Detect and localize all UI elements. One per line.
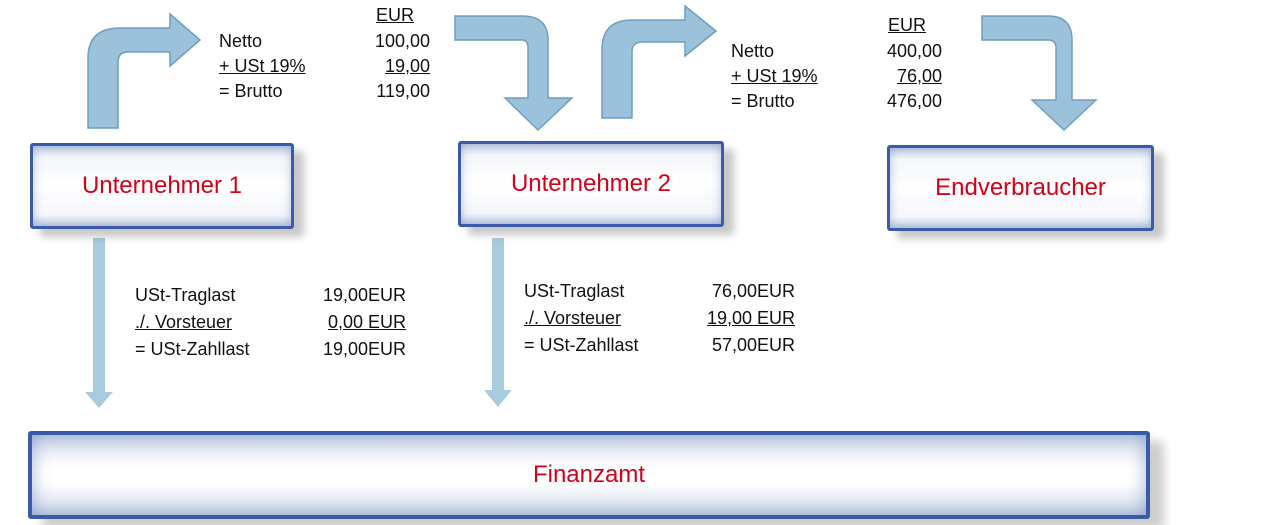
unternehmer-1-label: Unternehmer 1 <box>81 172 243 199</box>
invoice1-brutto-label: = Brutto <box>219 81 283 101</box>
tax1-zahllast-label: = USt-Zahllast <box>135 339 250 359</box>
invoice1-brutto-value: 119,00 <box>376 81 430 101</box>
bent-arrow-u2-to-end <box>601 4 718 119</box>
finanzamt-label: Finanzamt <box>532 461 646 488</box>
invoice2-brutto-value: 476,00 <box>886 91 942 111</box>
endverbraucher-label: Endverbraucher <box>935 174 1106 201</box>
invoice1-ust-value: 19,00 <box>384 56 430 76</box>
bent-arrow-u1-to-u2 <box>87 12 202 129</box>
down-arrow-u1-to-finanzamt <box>85 238 113 408</box>
tax2-zahllast-value: 57,00EUR <box>711 335 795 355</box>
down-arrow-u2-to-finanzamt <box>484 238 512 407</box>
unternehmer-1-box: Unternehmer 1 <box>30 143 294 229</box>
tax1-vorsteuer-value: 0,00 EUR <box>327 312 406 332</box>
invoice1-netto-label: Netto <box>219 31 263 51</box>
invoice2-netto-value: 400,00 <box>886 41 942 61</box>
tax1-vorsteuer-label: ./. Vorsteuer <box>135 312 233 332</box>
invoice2-ust-label: + USt 19% <box>731 66 818 86</box>
bent-arrow-into-u2 <box>454 15 574 132</box>
tax2-vorsteuer-label: ./. Vorsteuer <box>524 308 622 328</box>
tax1-traglast-label: USt-Traglast <box>135 285 236 305</box>
unternehmer-2-label: Unternehmer 2 <box>510 170 672 197</box>
unternehmer-2-box: Unternehmer 2 <box>458 141 724 227</box>
tax1-zahllast-value: 19,00EUR <box>322 339 406 359</box>
bent-arrow-into-end <box>981 15 1098 132</box>
invoice2-brutto-label: = Brutto <box>731 91 795 111</box>
invoice2-currency: EUR <box>888 15 927 35</box>
tax1-traglast-value: 19,00EUR <box>322 285 406 305</box>
tax2-zahllast-label: = USt-Zahllast <box>524 335 639 355</box>
invoice1-currency: EUR <box>376 5 415 25</box>
invoice1-netto-value: 100,00 <box>374 31 430 51</box>
invoice2-ust-value: 76,00 <box>896 66 942 86</box>
finanzamt-box: Finanzamt <box>28 431 1150 519</box>
tax2-traglast-value: 76,00EUR <box>711 281 795 301</box>
tax2-vorsteuer-value: 19,00 EUR <box>706 308 795 328</box>
tax2-traglast-label: USt-Traglast <box>524 281 625 301</box>
invoice2-netto-label: Netto <box>731 41 775 61</box>
invoice1-ust-label: + USt 19% <box>219 56 306 76</box>
endverbraucher-box: Endverbraucher <box>887 145 1154 231</box>
